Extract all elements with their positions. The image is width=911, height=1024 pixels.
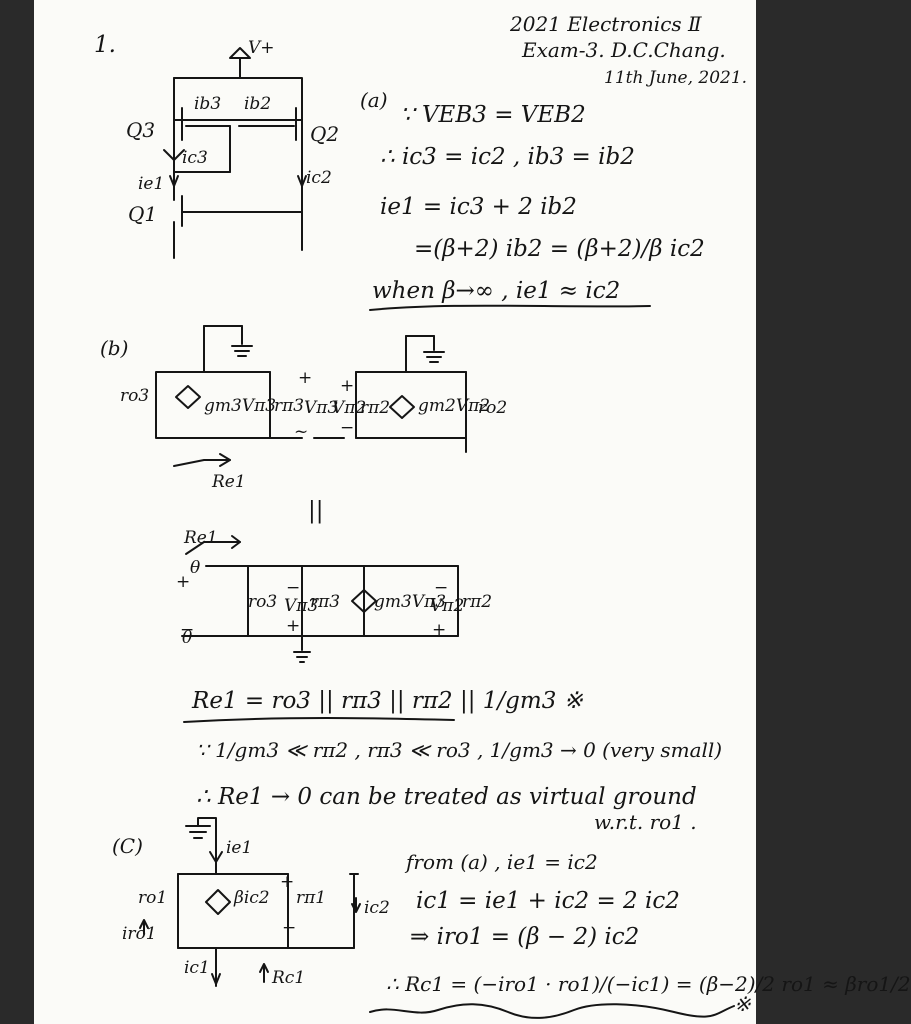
theta-top: θ: [190, 558, 201, 578]
problem-number: 1.: [94, 32, 116, 58]
iro1-label: iro1: [122, 924, 157, 944]
part-c-underline: [369, 1003, 735, 1019]
plus-sign-2: +: [340, 376, 355, 396]
minus-sign: −: [340, 418, 355, 438]
ic2-label-c: ic2: [364, 898, 390, 918]
rc1-label: Rc1: [272, 968, 306, 988]
part-b-label: (b): [100, 336, 129, 360]
tilde-sign: ~: [294, 422, 309, 442]
exam-date: 11th June, 2021.: [604, 68, 748, 88]
theta-bottom: θ: [182, 628, 193, 648]
plus-b: +: [432, 620, 447, 640]
re1-label-2: Re1: [184, 528, 218, 548]
ro3-label: ro3: [120, 386, 150, 406]
part-b-eq4: w.r.t. ro1 .: [594, 810, 697, 834]
part-c-eq3: ⇒ iro1 = (β − 2) ic2: [410, 924, 640, 950]
minus-c: −: [282, 918, 297, 938]
ro1-label: ro1: [138, 888, 168, 908]
part-a-eq4: =(β+2) ib2 = (β+2)/β ic2: [414, 236, 705, 262]
exam-name: Exam-3. D.C.Chang.: [522, 38, 726, 62]
ie1-label: ie1: [138, 174, 165, 194]
part-c-eq4: ∴ Rc1 = (−iro1 · ro1)/(−ic1) = (β−2)/2 r…: [386, 972, 911, 996]
q3-label: Q3: [126, 118, 156, 142]
ic2-label: ic2: [306, 168, 332, 188]
part-c-circuit-lines: [139, 817, 361, 987]
part-a-eq2: ∴ ic3 = ic2 , ib3 = ib2: [380, 144, 635, 170]
minus-left: −: [180, 620, 195, 640]
part-b-circuit2-lines: [181, 535, 459, 663]
ic1-label: ic1: [184, 958, 210, 978]
ib3-label: ib3: [194, 94, 222, 114]
vpi2-label: Vπ2: [332, 398, 367, 418]
course-title: 2021 Electronics Ⅱ: [510, 12, 702, 36]
rpi1-label: rπ1: [296, 888, 327, 908]
minus-b: −: [434, 578, 449, 598]
part-a-circuit-lines: [163, 47, 307, 259]
exam-page: 2021 Electronics Ⅱ Exam-3. D.C.Chang. 11…: [34, 0, 911, 1024]
part-a-label: (a): [360, 88, 388, 112]
ro2-label: ro2: [478, 398, 508, 418]
ib2-label: ib2: [244, 94, 272, 114]
rpi3-label: rπ3: [274, 396, 305, 416]
minus-a: −: [286, 578, 301, 598]
handwritten-diagrams: [139, 47, 735, 1019]
beta-ic2-label: βic2: [234, 888, 270, 908]
plus-sign-1: +: [298, 368, 313, 388]
vpi3-label-2: Vπ3: [284, 596, 319, 616]
ro3-label-2: ro3: [248, 592, 278, 612]
part-c-label: (C): [112, 834, 143, 858]
q2-label: Q2: [310, 122, 340, 146]
rpi2-label-2: rπ2: [462, 592, 493, 612]
plus-a: +: [286, 616, 301, 636]
vpi2-label-2: Vπ2: [430, 596, 465, 616]
vplus-label: V+: [248, 38, 275, 58]
part-a-eq3: ie1 = ic3 + 2 ib2: [380, 194, 577, 220]
vpi3-label: Vπ3: [304, 398, 339, 418]
gm3-label-2: gm3Vπ3: [374, 592, 447, 612]
part-c-eq2: ic1 = ie1 + ic2 = 2 ic2: [416, 888, 680, 914]
part-b-eq3: ∴ Re1 → 0 can be treated as virtual grou…: [196, 784, 697, 810]
ie1-label-c: ie1: [226, 838, 253, 858]
part-a-eq1: ∵ VEB3 = VEB2: [400, 102, 586, 128]
part-b-eq2: ∵ 1/gm3 ≪ rπ2 , rπ3 ≪ ro3 , 1/gm3 → 0 (v…: [196, 738, 723, 762]
part-a-eq5: when β→∞ , ie1 ≈ ic2: [372, 278, 621, 304]
part-c-eq1: from (a) , ie1 = ic2: [406, 850, 598, 874]
gm3-label: gm3Vπ3: [204, 396, 277, 416]
part-b-eq1: Re1 = ro3 || rπ3 || rπ2 || 1/gm3 ※: [192, 688, 583, 714]
re1-label-1: Re1: [212, 472, 246, 492]
gm2-label: gm2Vπ2: [418, 396, 491, 416]
final-star: ※: [734, 992, 751, 1016]
q1-label: Q1: [128, 202, 158, 226]
ic3-label: ic3: [182, 148, 208, 168]
rpi3-label-2: rπ3: [310, 592, 341, 612]
parallel-symbol: ||: [308, 498, 324, 524]
part-a-underline: [369, 304, 651, 311]
rpi2-label: rπ2: [360, 398, 391, 418]
part-b-underline: [183, 717, 455, 723]
plus-left: +: [176, 572, 191, 592]
part-b-circuit1-lines: [155, 325, 467, 467]
plus-c: +: [280, 872, 295, 892]
